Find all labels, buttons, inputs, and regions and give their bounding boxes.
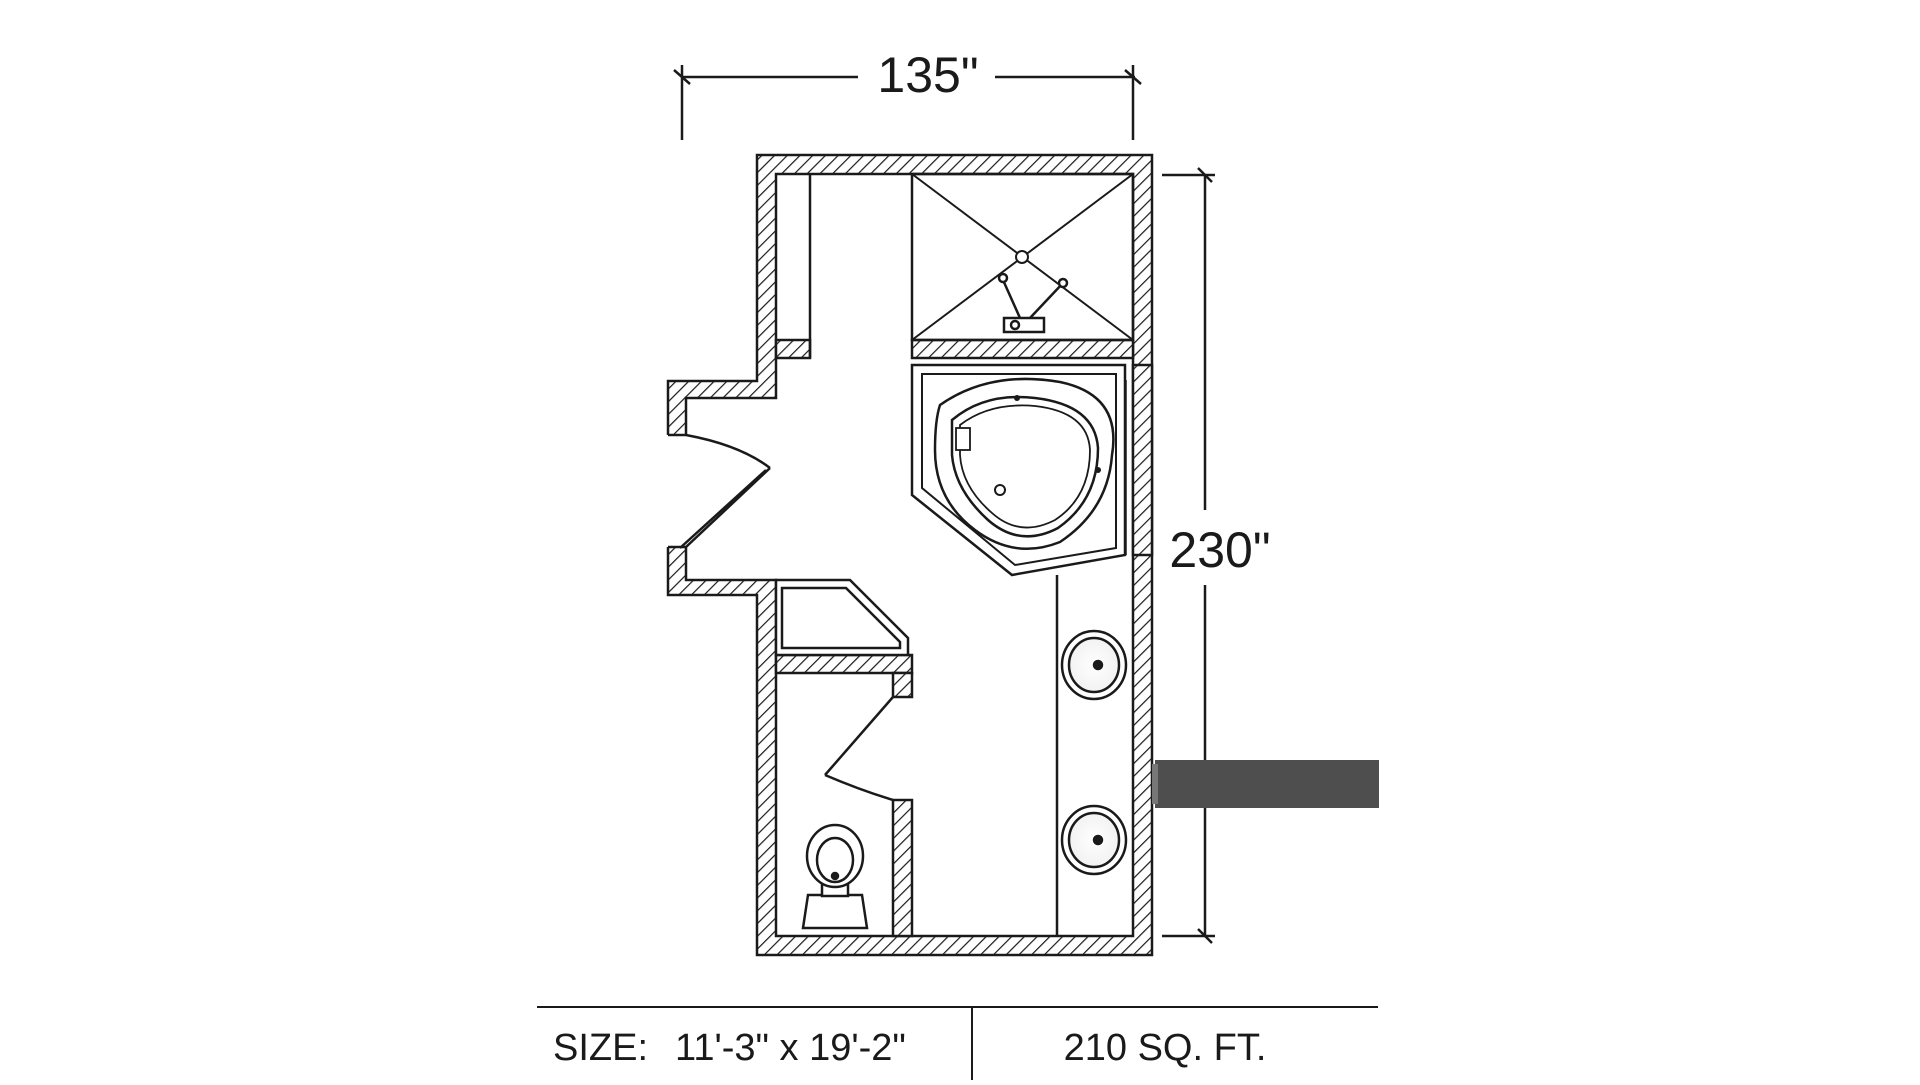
shower <box>910 172 1135 360</box>
storage-cabinet <box>774 578 910 657</box>
height-label: 230" <box>1169 522 1270 578</box>
width-label: 135" <box>877 47 978 103</box>
sink-lower <box>1060 804 1128 876</box>
toilet-room-door <box>824 696 894 802</box>
width-dimension <box>673 65 1142 140</box>
side-ribbon <box>1152 760 1379 808</box>
toilet <box>801 823 869 930</box>
sink-upper <box>1060 629 1128 701</box>
size-value: 11'-3" x 19'-2" <box>675 1027 906 1069</box>
entry-door <box>679 433 771 549</box>
shower-valve-icon <box>997 272 1069 334</box>
corner-tub <box>910 363 1154 577</box>
info-table <box>537 1006 1378 1080</box>
linen-closet <box>774 174 812 360</box>
size-label: SIZE: <box>553 1027 648 1069</box>
height-dimension <box>1162 167 1215 944</box>
area-value: 210 SQ. FT. <box>1064 1027 1267 1069</box>
